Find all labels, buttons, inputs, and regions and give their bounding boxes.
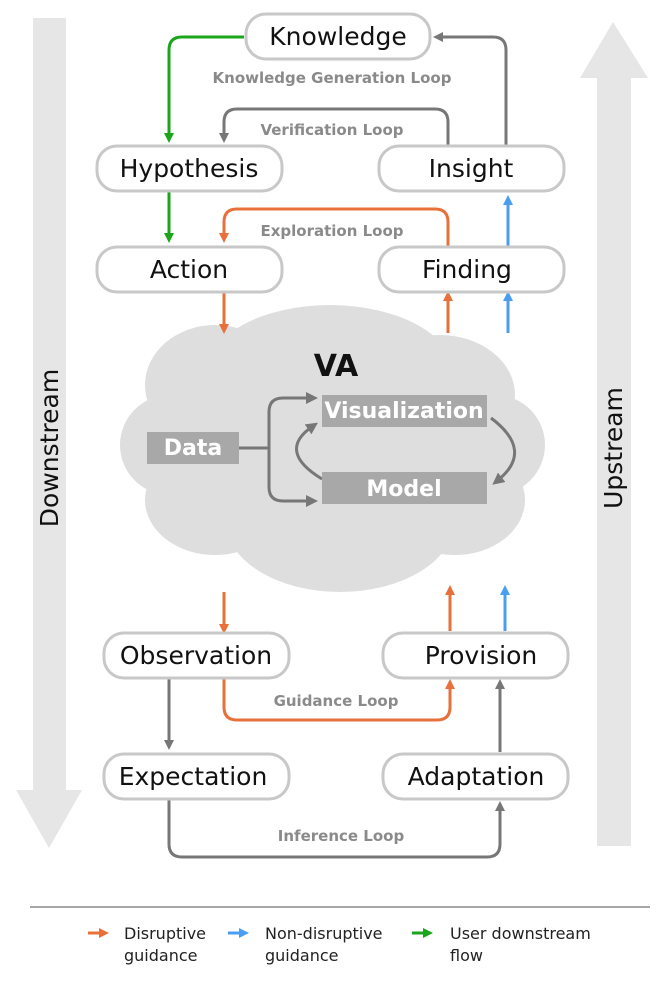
verification-loop-arrow	[219, 107, 450, 146]
legend-disruptive-line1: Disruptive	[124, 924, 206, 943]
arrow-knowledge-to-hypothesis	[164, 35, 244, 143]
action-node: Action	[95, 245, 284, 294]
inference-loop-arrow	[167, 799, 505, 859]
legend-item-disruptive: Disruptive guidance	[88, 924, 206, 965]
legend-user-downstream-line1: User downstream	[450, 924, 591, 943]
va-visualization-box: Visualization	[322, 395, 487, 427]
expectation-label: Expectation	[119, 762, 268, 791]
va-title: VA	[314, 349, 359, 384]
provision-node: Provision	[381, 631, 570, 680]
upstream-arrow: Upstream	[580, 22, 648, 846]
adaptation-label: Adaptation	[408, 762, 545, 791]
arrow-insight-to-knowledge	[433, 32, 508, 146]
guidance-loop-arrow	[222, 678, 455, 722]
exploration-loop-arrow	[219, 207, 450, 247]
legend-item-user-downstream: User downstream flow	[412, 924, 591, 965]
exploration-loop-label: Exploration Loop	[260, 222, 403, 240]
knowledge-node: Knowledge	[244, 12, 432, 61]
action-label: Action	[150, 255, 228, 284]
knowledge-label: Knowledge	[269, 22, 406, 51]
insight-label: Insight	[429, 154, 514, 183]
va-model-box: Model	[322, 472, 487, 504]
knowledge-generation-loop-label: Knowledge Generation Loop	[213, 69, 452, 87]
downstream-arrow: Downstream	[16, 18, 82, 848]
hypothesis-node: Hypothesis	[95, 144, 284, 193]
finding-label: Finding	[422, 255, 512, 284]
hypothesis-label: Hypothesis	[120, 154, 259, 183]
va-visualization-label: Visualization	[324, 399, 483, 424]
observation-label: Observation	[120, 641, 272, 670]
insight-node: Insight	[377, 144, 566, 193]
legend-non-disruptive-line2: guidance	[265, 946, 338, 965]
va-cycle-arrow-right	[490, 416, 516, 485]
downstream-label: Downstream	[35, 369, 64, 527]
adaptation-node: Adaptation	[381, 752, 570, 801]
upstream-label: Upstream	[599, 387, 628, 509]
va-data-box: Data	[147, 432, 239, 464]
legend-non-disruptive-line1: Non-disruptive	[265, 924, 383, 943]
va-data-label: Data	[164, 436, 222, 461]
legend-user-downstream-line2: flow	[450, 946, 483, 965]
va-cycle-arrow-left	[295, 422, 323, 481]
inference-loop-label: Inference Loop	[278, 827, 405, 845]
finding-node: Finding	[377, 245, 566, 294]
legend-item-non-disruptive: Non-disruptive guidance	[228, 924, 383, 965]
expectation-node: Expectation	[102, 752, 291, 801]
guidance-loop-label: Guidance Loop	[274, 692, 399, 710]
observation-node: Observation	[102, 631, 291, 680]
va-model-label: Model	[366, 477, 441, 502]
verification-loop-label: Verification Loop	[260, 121, 403, 139]
va-data-connector	[239, 392, 318, 507]
provision-label: Provision	[425, 641, 538, 670]
legend-disruptive-line2: guidance	[124, 946, 197, 965]
